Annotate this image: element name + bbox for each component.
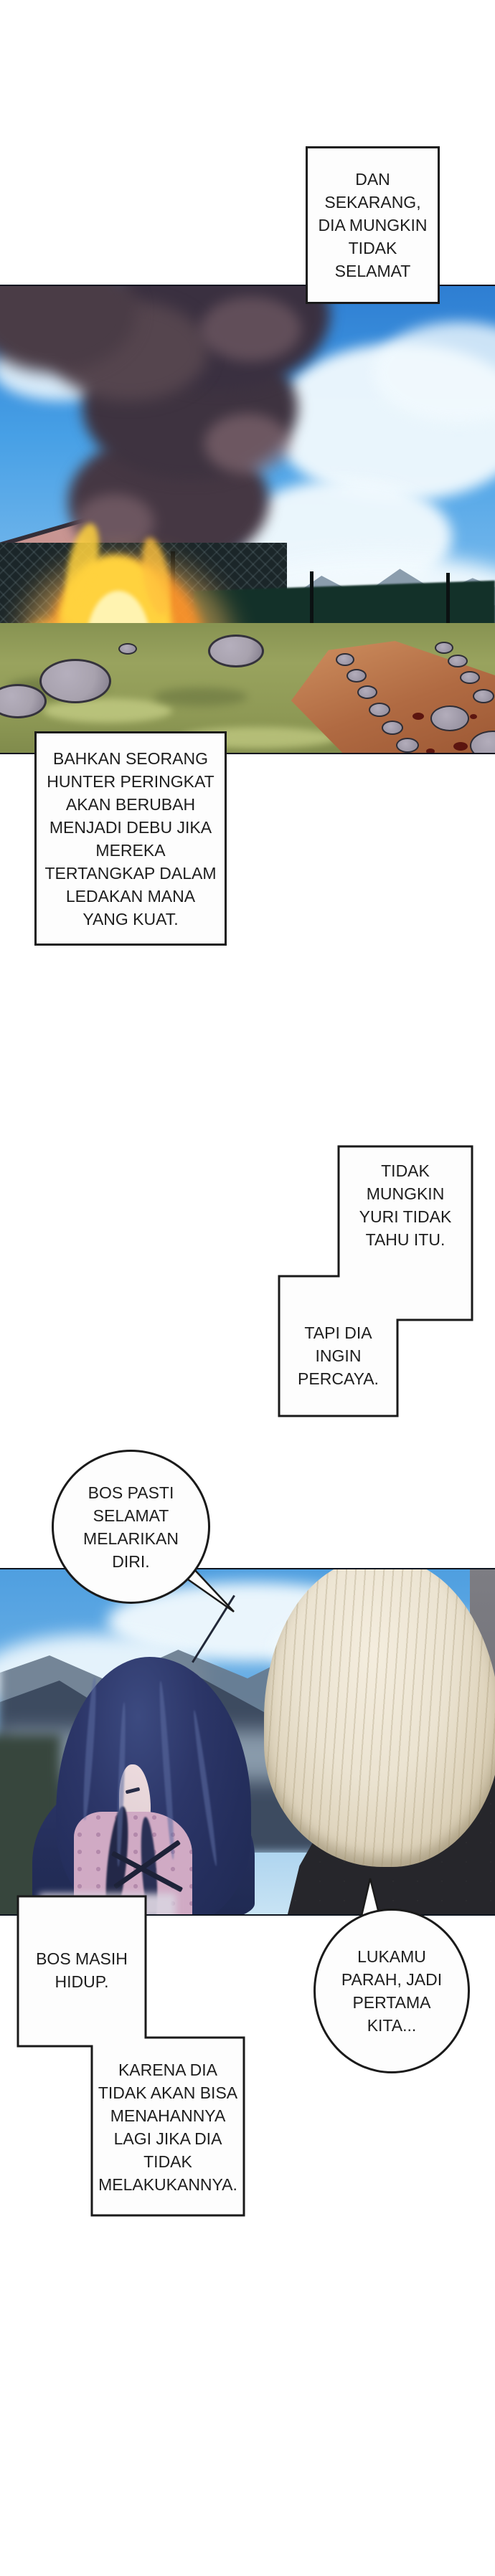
- smoke-highlight: [204, 414, 291, 474]
- speech-bubble-bos-pasti: BOS PASTI SELAMAT MELARIKAN DIRI.: [52, 1450, 210, 1604]
- stone: [0, 684, 47, 718]
- fence-post: [310, 571, 314, 643]
- path-stone: [336, 653, 354, 666]
- fence-post: [446, 573, 450, 645]
- panel-explosion-scene: [0, 285, 495, 754]
- blood-stain: [426, 748, 435, 753]
- speech-bubble-stepped-bos-masih: [16, 1895, 245, 2217]
- bubble-text: BOS MASIH HIDUP.: [36, 1949, 128, 1991]
- stone: [208, 635, 264, 667]
- smoke-highlight: [201, 297, 301, 361]
- eye: [125, 1787, 141, 1795]
- bubble-text: TAPI DIA INGIN PERCAYA.: [298, 1323, 379, 1388]
- path-stone: [346, 669, 367, 683]
- speech-bubble-dan-sekarang: DAN SEKARANG, DIA MUNGKIN TIDAK SELAMAT: [306, 146, 440, 304]
- path-stone: [430, 705, 469, 731]
- path-stone: [382, 721, 403, 735]
- bubble-text: DAN SEKARANG, DIA MUNGKIN TIDAK SELAMAT: [318, 170, 428, 280]
- path-stone: [435, 642, 453, 654]
- bubble-text: BOS PASTI SELAMAT MELARIKAN DIRI.: [83, 1483, 179, 1571]
- stone: [39, 659, 111, 703]
- pebble: [118, 643, 137, 655]
- bubble-text: KARENA DIA TIDAK AKAN BISA MENAHANNYA LA…: [98, 2061, 238, 2194]
- path-stone: [448, 655, 468, 667]
- speech-bubble-stepped-yuri: [278, 1145, 473, 1417]
- blood-stain: [412, 713, 424, 720]
- panel-characters-scene: [0, 1568, 495, 1916]
- blood-stain: [470, 714, 477, 719]
- bubble-text: TIDAK MUNGKIN YURI TIDAK TAHU ITU.: [359, 1161, 452, 1249]
- speech-bubble-lukamu: LUKAMU PARAH, JADI PERTAMA KITA...: [314, 1909, 470, 2073]
- path-stone: [460, 671, 480, 684]
- hair-strand-lines: [264, 1569, 495, 1867]
- bubble-text: BAHKAN SEORANG HUNTER PERINGKAT AKAN BER…: [44, 748, 217, 928]
- bubble-text: LUKAMU PARAH, JADI PERTAMA KITA...: [341, 1947, 443, 2035]
- path-stone: [473, 689, 494, 703]
- blonde-hair: [264, 1569, 495, 1867]
- blood-stain: [453, 742, 468, 751]
- grass-shadow: [154, 688, 248, 706]
- path-stone: [357, 685, 377, 699]
- path-stone: [369, 703, 390, 717]
- path-stone: [396, 738, 419, 753]
- speech-bubble-bahkan-seorang: BAHKAN SEORANG HUNTER PERINGKAT AKAN BER…: [34, 731, 227, 946]
